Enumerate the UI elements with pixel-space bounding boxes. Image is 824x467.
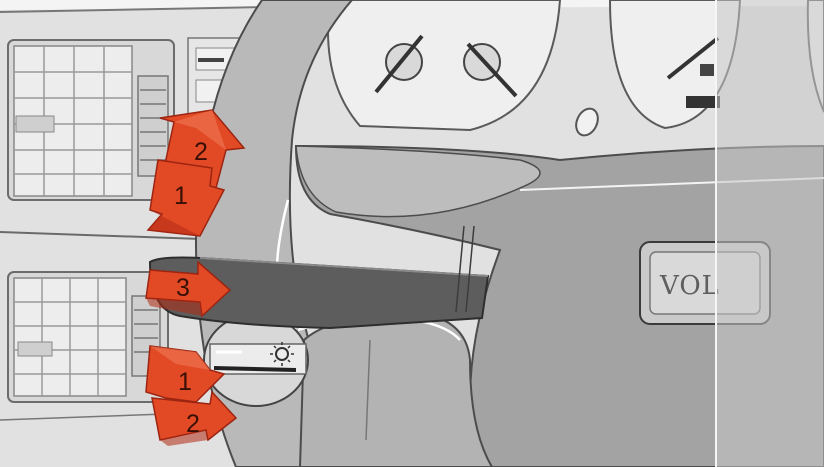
arrow-label-upper-1: 1: [174, 182, 188, 210]
column-seam: [365, 339, 371, 441]
gauge-needle: [666, 36, 720, 80]
arrow-upper-down: 1: [146, 159, 226, 237]
badge-text: VOL: [659, 271, 720, 301]
arrow-lower-down: 2: [151, 390, 238, 446]
arrow-middle: 3: [145, 260, 232, 318]
light-switch: [203, 313, 309, 407]
hub-upper-spoke: [295, 145, 541, 218]
upper-vent-grille: [7, 39, 175, 201]
arrow-label-upper-2: 2: [194, 138, 208, 166]
gauge-needle: [374, 34, 424, 94]
odometer-display: [686, 96, 720, 108]
light-switch-icon: [270, 342, 294, 366]
lower-vent-grille: [7, 271, 169, 403]
page-fold-shade: [716, 0, 824, 467]
gauge-needle: [463, 42, 518, 98]
cluster-knob: [575, 107, 599, 137]
arrow-lower-up: 1: [145, 345, 226, 403]
arrow-label-middle-3: 3: [176, 274, 190, 302]
gauge-indicator: [700, 64, 714, 76]
arrow-label-lower-1: 1: [178, 368, 192, 396]
arrow-label-lower-2: 2: [186, 410, 200, 438]
dash-seam: [0, 231, 231, 241]
